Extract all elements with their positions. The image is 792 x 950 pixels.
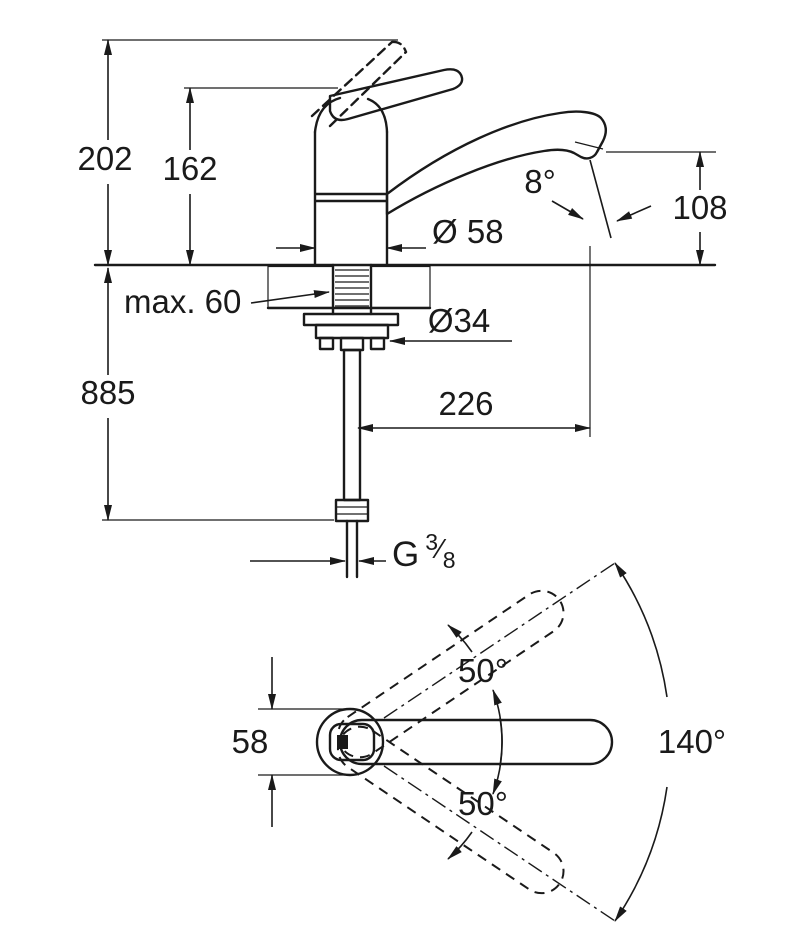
outlet-angle-label: 8° — [524, 163, 556, 200]
swivel-arc-upper — [614, 562, 668, 698]
angle-50-upper-arc-2 — [447, 624, 473, 653]
body-width-label: 58 — [232, 723, 269, 760]
hose-fitting-lines — [336, 506, 368, 515]
overall-height-label: 202 — [77, 140, 132, 177]
angle-50-lower-arc-2 — [447, 831, 473, 860]
outlet-height-label: 108 — [672, 189, 727, 226]
swivel-lower-label: 50° — [458, 785, 508, 822]
hose-fitting — [334, 498, 370, 523]
hose-adapter — [339, 336, 365, 352]
angle-50-lower-arc-1 — [492, 717, 503, 795]
lever-plan — [328, 722, 376, 762]
spout — [385, 110, 607, 216]
top-view — [315, 562, 616, 922]
angle-8-arrow-right — [616, 205, 652, 222]
swivel-arc-lower — [614, 786, 668, 922]
hose-end-tube — [345, 519, 359, 579]
thread-numerator: 3 — [425, 529, 438, 555]
counter-section-right — [370, 265, 431, 309]
spout-plan — [338, 718, 614, 766]
stream-angle-line — [589, 159, 612, 239]
mounting-plate — [302, 312, 400, 327]
hose-length-label: 885 — [80, 374, 135, 411]
counter-section-left — [267, 265, 334, 309]
mounting-stud-left — [318, 336, 335, 351]
spout-reach-label: 226 — [438, 385, 493, 422]
thread-denominator: 8 — [443, 547, 456, 573]
aerator-line — [574, 141, 604, 150]
lever-handle-raised-dashed — [310, 40, 408, 128]
thread-prefix: G — [392, 535, 419, 574]
mounting-shank — [331, 263, 373, 316]
swivel-centerline-lower — [383, 765, 616, 922]
faucet-body — [313, 130, 389, 267]
lever-plan-detail — [337, 735, 348, 749]
angle-8-arrow-left — [551, 200, 584, 220]
shank-threads — [335, 269, 369, 307]
cartridge-dome — [313, 96, 342, 134]
body-circle-plan — [315, 707, 385, 777]
body-diameter-label: Ø 58 — [432, 213, 504, 250]
side-view-dimensions: 202 162 885 108 Ø 58 8° max. 60 Ø34 226 — [77, 39, 728, 574]
lever-handle — [328, 68, 464, 122]
swivel-upper-label: 50° — [458, 652, 508, 689]
deck-thickness-label: max. 60 — [124, 283, 241, 320]
mounting-nut — [314, 323, 390, 340]
supply-hose — [342, 348, 362, 502]
cartridge-dome-right — [366, 97, 389, 134]
spout-swivel-lower-dashed — [336, 725, 565, 895]
swivel-total-label: 140° — [658, 723, 726, 760]
body-height-label: 162 — [162, 150, 217, 187]
swivel-centerline-upper — [383, 562, 616, 719]
deck-thickness-arrow — [250, 290, 330, 304]
mounting-stud-right — [369, 336, 386, 351]
top-view-dimensions: 58 140° 50° 50° — [232, 562, 726, 922]
spout-swivel-upper-dashed — [336, 589, 565, 759]
shank-diameter-label: Ø34 — [428, 302, 490, 339]
